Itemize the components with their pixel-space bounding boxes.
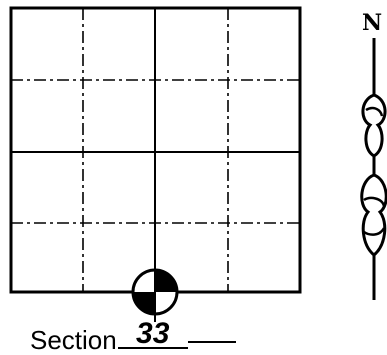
north-letter: N	[362, 10, 382, 36]
survey-marker	[133, 262, 177, 322]
section-underline	[188, 315, 236, 343]
north-arrow: N	[362, 10, 387, 300]
section-number: 33	[118, 321, 188, 349]
section-label: Section	[30, 325, 117, 355]
